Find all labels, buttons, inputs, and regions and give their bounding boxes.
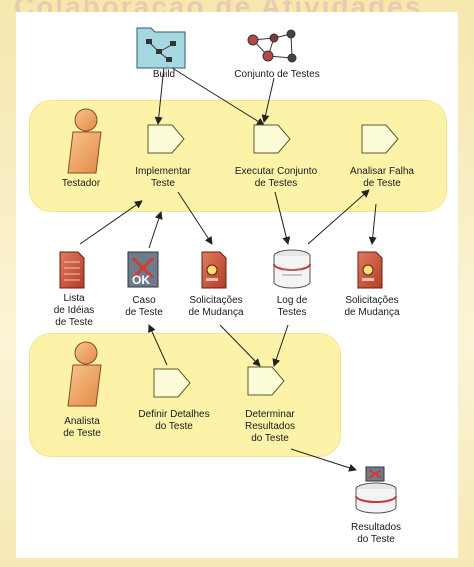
test-results-icon — [355, 466, 397, 514]
change-request-document-icon — [201, 251, 227, 289]
arrow-definir-caso — [148, 324, 168, 366]
label-determinar-resultados: Determinar Resultados do Teste — [244, 409, 296, 444]
test-suite-network-icon — [247, 29, 297, 63]
label-lista-ideias: Lista de Idéias de Teste — [53, 293, 95, 328]
arrow-log-analisar — [307, 189, 370, 245]
diagram-canvas: OK — [59, 27, 399, 514]
analyst-worker-icon — [67, 341, 102, 407]
label-log-de-testes: Log de Testes — [276, 295, 308, 318]
arrow-analisar-solic2 — [368, 203, 377, 245]
arrow-build-executar — [168, 65, 265, 126]
arrow-build-implementar — [154, 65, 165, 125]
swimlane-tester — [29, 100, 447, 212]
slide-title-watermark: Colaboração de Atividades — [14, 0, 460, 15]
label-resultados-do-teste: Resultados do Teste — [350, 522, 402, 545]
svg-text:OK: OK — [132, 273, 150, 287]
label-caso-de-teste: Caso de Teste — [125, 295, 163, 318]
label-definir-detalhes: Definir Detalhes do Teste — [138, 409, 210, 432]
arrow-determinar-resultados — [290, 448, 357, 472]
idea-list-document-icon — [59, 251, 85, 289]
test-log-database-icon — [273, 249, 311, 289]
flow-arrows — [79, 65, 377, 472]
label-build: Build — [152, 69, 176, 80]
arrow-lista-implementar — [79, 200, 143, 245]
label-solicitacoes-mudanca-1: Solicitações de Mudança — [188, 295, 244, 318]
arrow-conjunto-executar — [261, 77, 275, 123]
activity-implementar-icon — [147, 124, 185, 154]
folder-icon — [136, 27, 186, 69]
activity-determinar-icon — [247, 366, 285, 396]
label-conjunto-de-testes: Conjunto de Testes — [234, 69, 320, 80]
tester-worker-icon — [67, 108, 102, 174]
test-case-icon: OK — [127, 251, 159, 288]
label-solicitacoes-mudanca-2: Solicitações de Mudança — [344, 295, 400, 318]
change-request-document-icon — [357, 251, 383, 289]
label-implementar-teste: Implementar Teste — [135, 166, 191, 189]
arrow-caso-implementar — [148, 211, 163, 249]
label-executar-conjunto: Executar Conjunto de Testes — [234, 166, 318, 189]
arrow-log-determinar — [272, 324, 289, 367]
diagram-card: OK Build Conjunto de Testes Testador — [16, 12, 458, 558]
activity-definir-icon — [153, 368, 191, 398]
label-analista-de-teste: Analista de Teste — [63, 416, 101, 439]
label-testador: Testador — [61, 178, 101, 189]
arrow-executar-log — [274, 191, 291, 245]
activity-analisar-icon — [361, 124, 399, 154]
label-analisar-falha: Analisar Falha de Teste — [350, 166, 414, 189]
activity-executar-icon — [253, 124, 291, 154]
arrow-implementar-solic1 — [177, 191, 213, 245]
arrow-solic1-determinar — [219, 324, 261, 367]
